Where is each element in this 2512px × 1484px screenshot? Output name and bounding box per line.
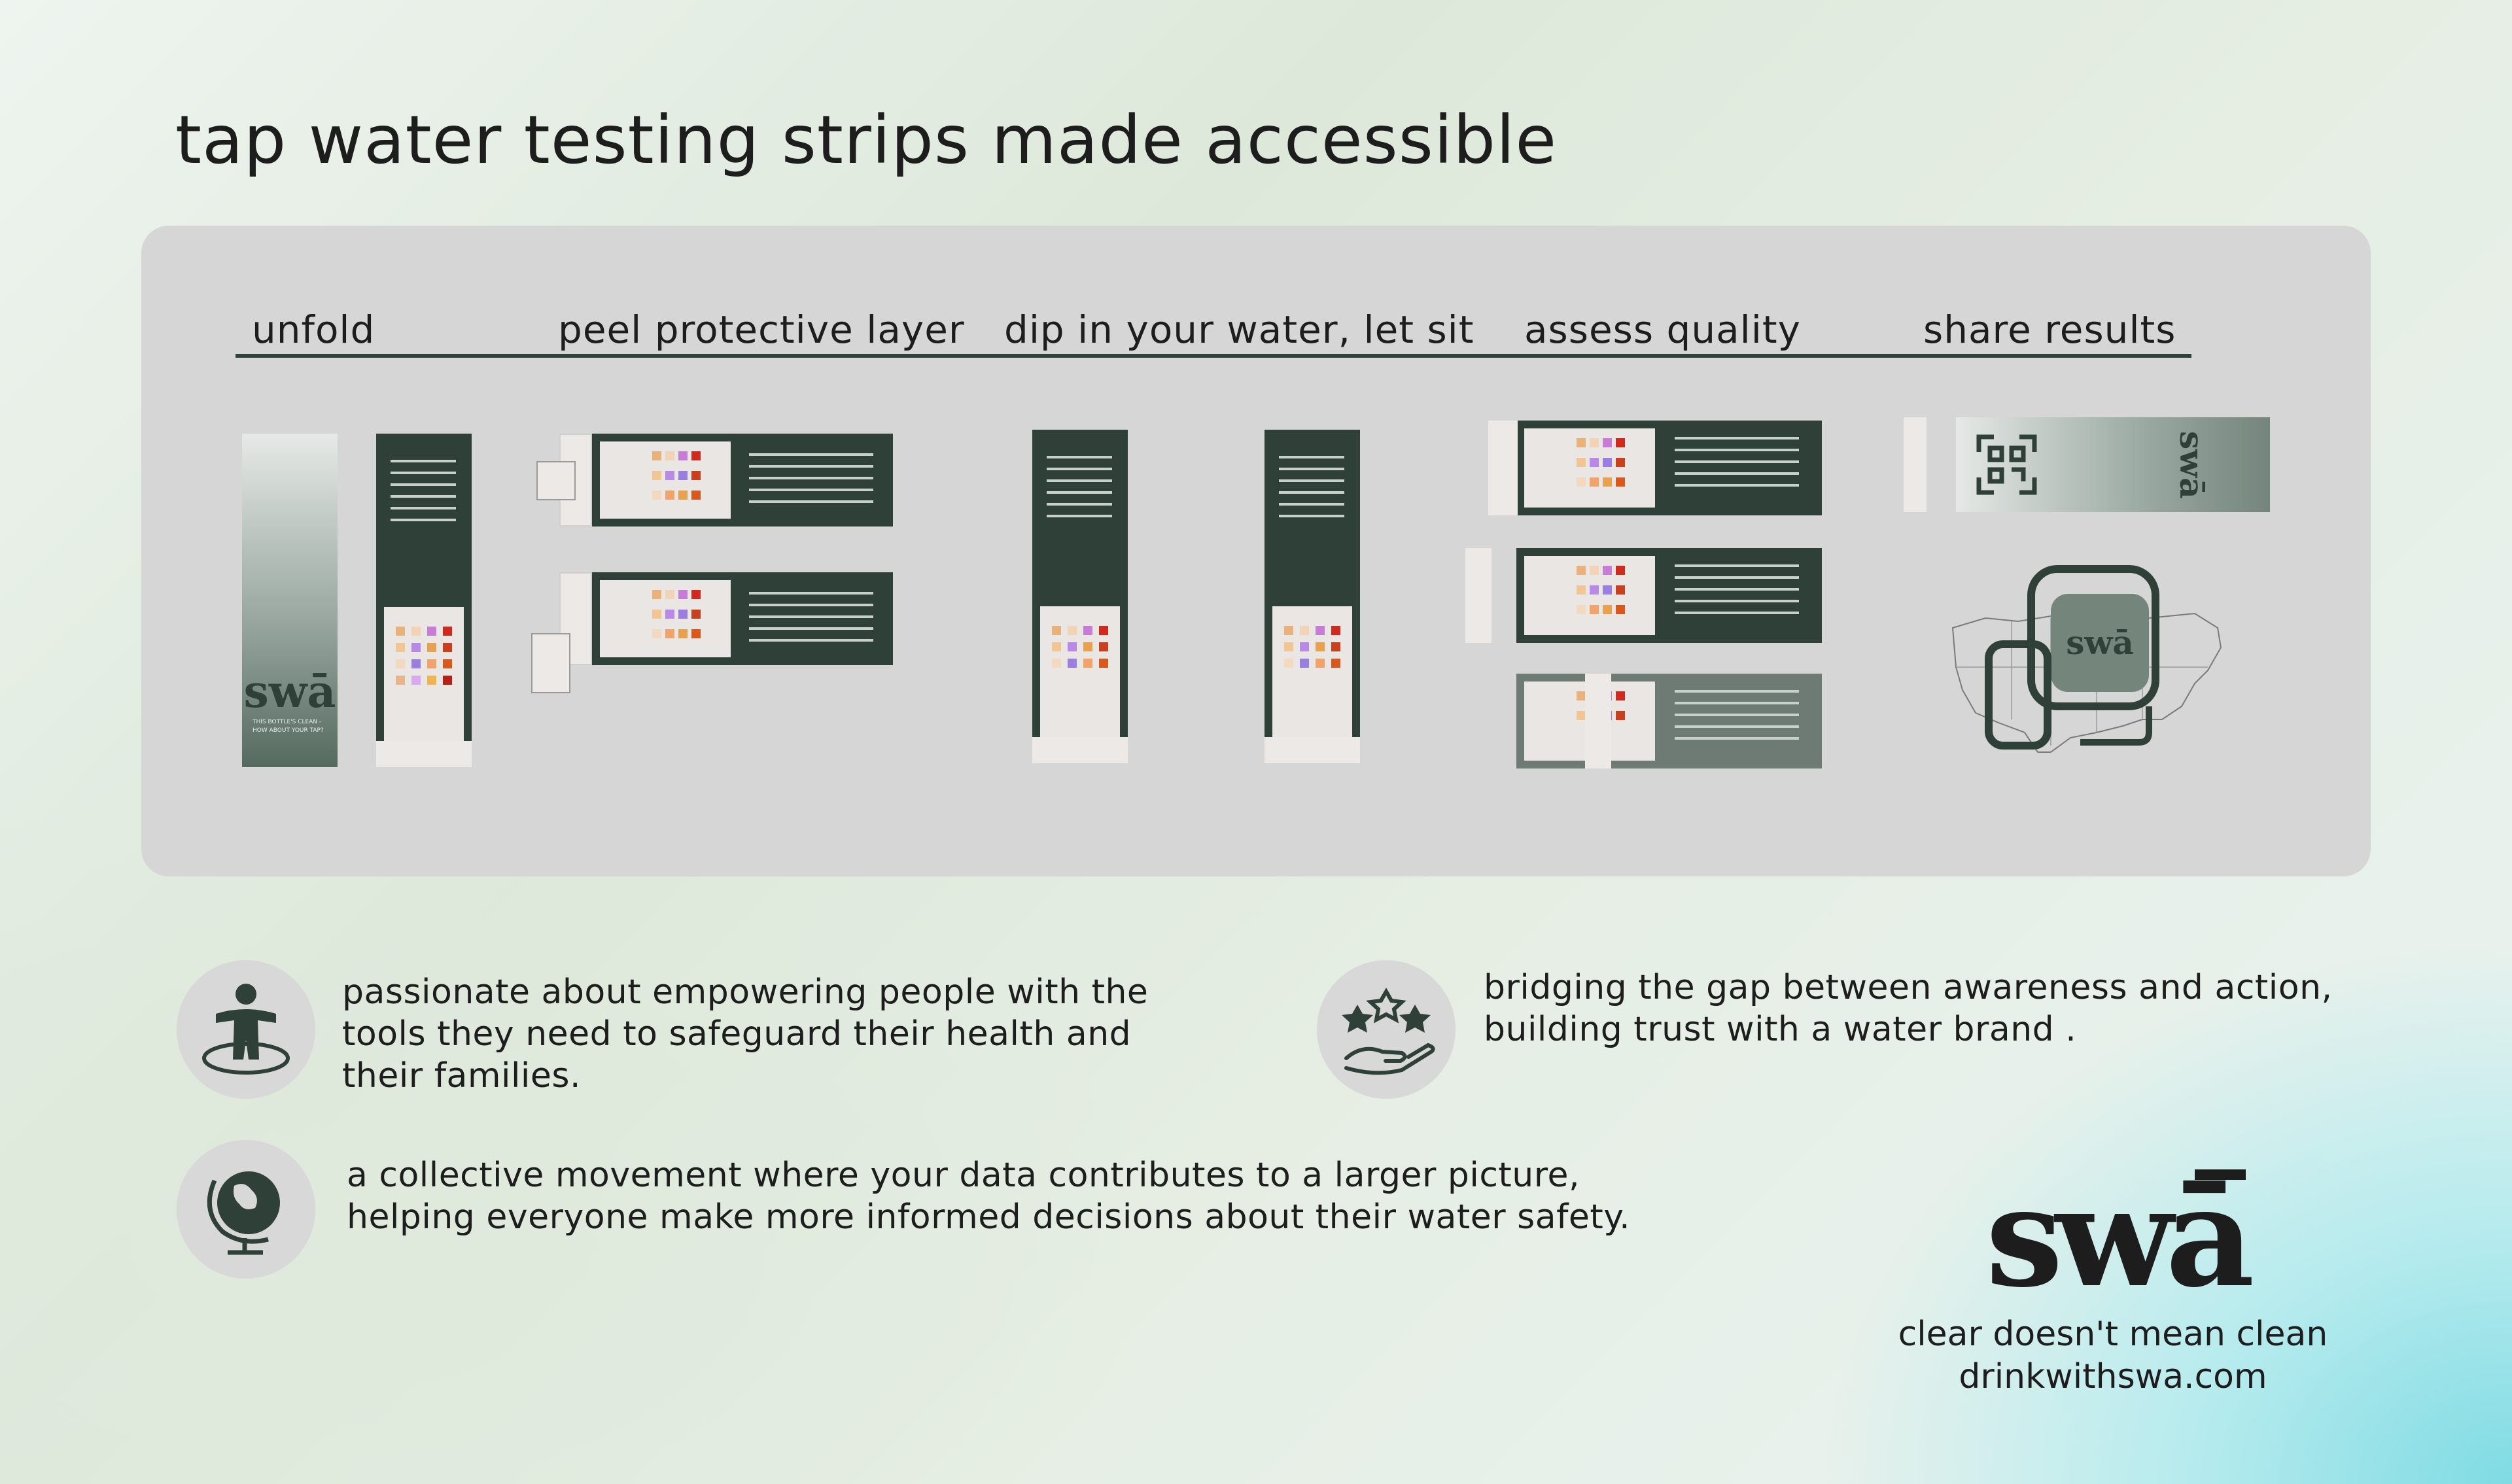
page-title: tap water testing strips made accessible bbox=[175, 101, 1558, 179]
feature-icon-circle bbox=[177, 960, 315, 1099]
feature-icon-circle bbox=[1317, 960, 1456, 1099]
strip-tab-share bbox=[1904, 417, 1927, 512]
peel-tab bbox=[536, 461, 576, 500]
strip-dip-1 bbox=[1032, 430, 1128, 763]
steps-divider bbox=[236, 354, 2191, 358]
feature-text-collective: a collective movement where your data co… bbox=[347, 1156, 1631, 1237]
strip-assess-3 bbox=[1516, 674, 1822, 768]
steps-panel bbox=[141, 226, 2371, 876]
share-map-graphic: swā bbox=[1951, 565, 2222, 753]
step-assess: assess quality bbox=[1524, 307, 1801, 352]
stars-in-hand-icon bbox=[1342, 987, 1435, 1075]
svg-text:swā: swā bbox=[2066, 623, 2134, 662]
strip-share: swā bbox=[1956, 417, 2270, 512]
brand-logo-text: swā bbox=[1985, 1164, 2252, 1302]
strip-assess-1 bbox=[1488, 421, 1822, 515]
strip-logo: swā bbox=[243, 666, 336, 718]
person-in-ring-icon bbox=[202, 984, 290, 1075]
step-share: share results bbox=[1923, 307, 2176, 352]
brand-url[interactable]: drinkwithswa.com bbox=[1959, 1357, 2267, 1396]
color-chart bbox=[384, 607, 464, 741]
strip-assess-2 bbox=[1516, 548, 1822, 643]
feature-text-empower: passionate about empowering people with … bbox=[342, 973, 1149, 1096]
step-unfold: unfold bbox=[252, 307, 375, 352]
strip-peel-bottom bbox=[559, 572, 893, 665]
feature-icon-circle bbox=[177, 1140, 315, 1279]
feature-text-bridging: bridging the gap between awareness and a… bbox=[1484, 968, 2333, 1049]
step-dip: dip in your water, let sit bbox=[1004, 307, 1474, 352]
brand-logo: swā bbox=[1985, 1164, 2259, 1302]
step-peel: peel protective layer bbox=[558, 307, 965, 352]
globe-icon bbox=[207, 1171, 280, 1255]
strip-peel-top bbox=[559, 434, 893, 526]
strip-share-logo: swā bbox=[2172, 430, 2211, 499]
strip-tab-2 bbox=[1465, 548, 1492, 643]
strip-tagline: THIS BOTTLE'S CLEAN - HOW ABOUT YOUR TAP… bbox=[253, 719, 324, 734]
strip-dip-2 bbox=[1265, 430, 1360, 763]
peel-layer bbox=[531, 633, 570, 693]
qr-scan-icon bbox=[1976, 434, 2037, 495]
strip-package-back bbox=[376, 434, 472, 767]
strip-package-front: swā THIS BOTTLE'S CLEAN - HOW ABOUT YOUR… bbox=[242, 434, 338, 767]
brand-tagline: clear doesn't mean clean bbox=[1898, 1315, 2328, 1354]
